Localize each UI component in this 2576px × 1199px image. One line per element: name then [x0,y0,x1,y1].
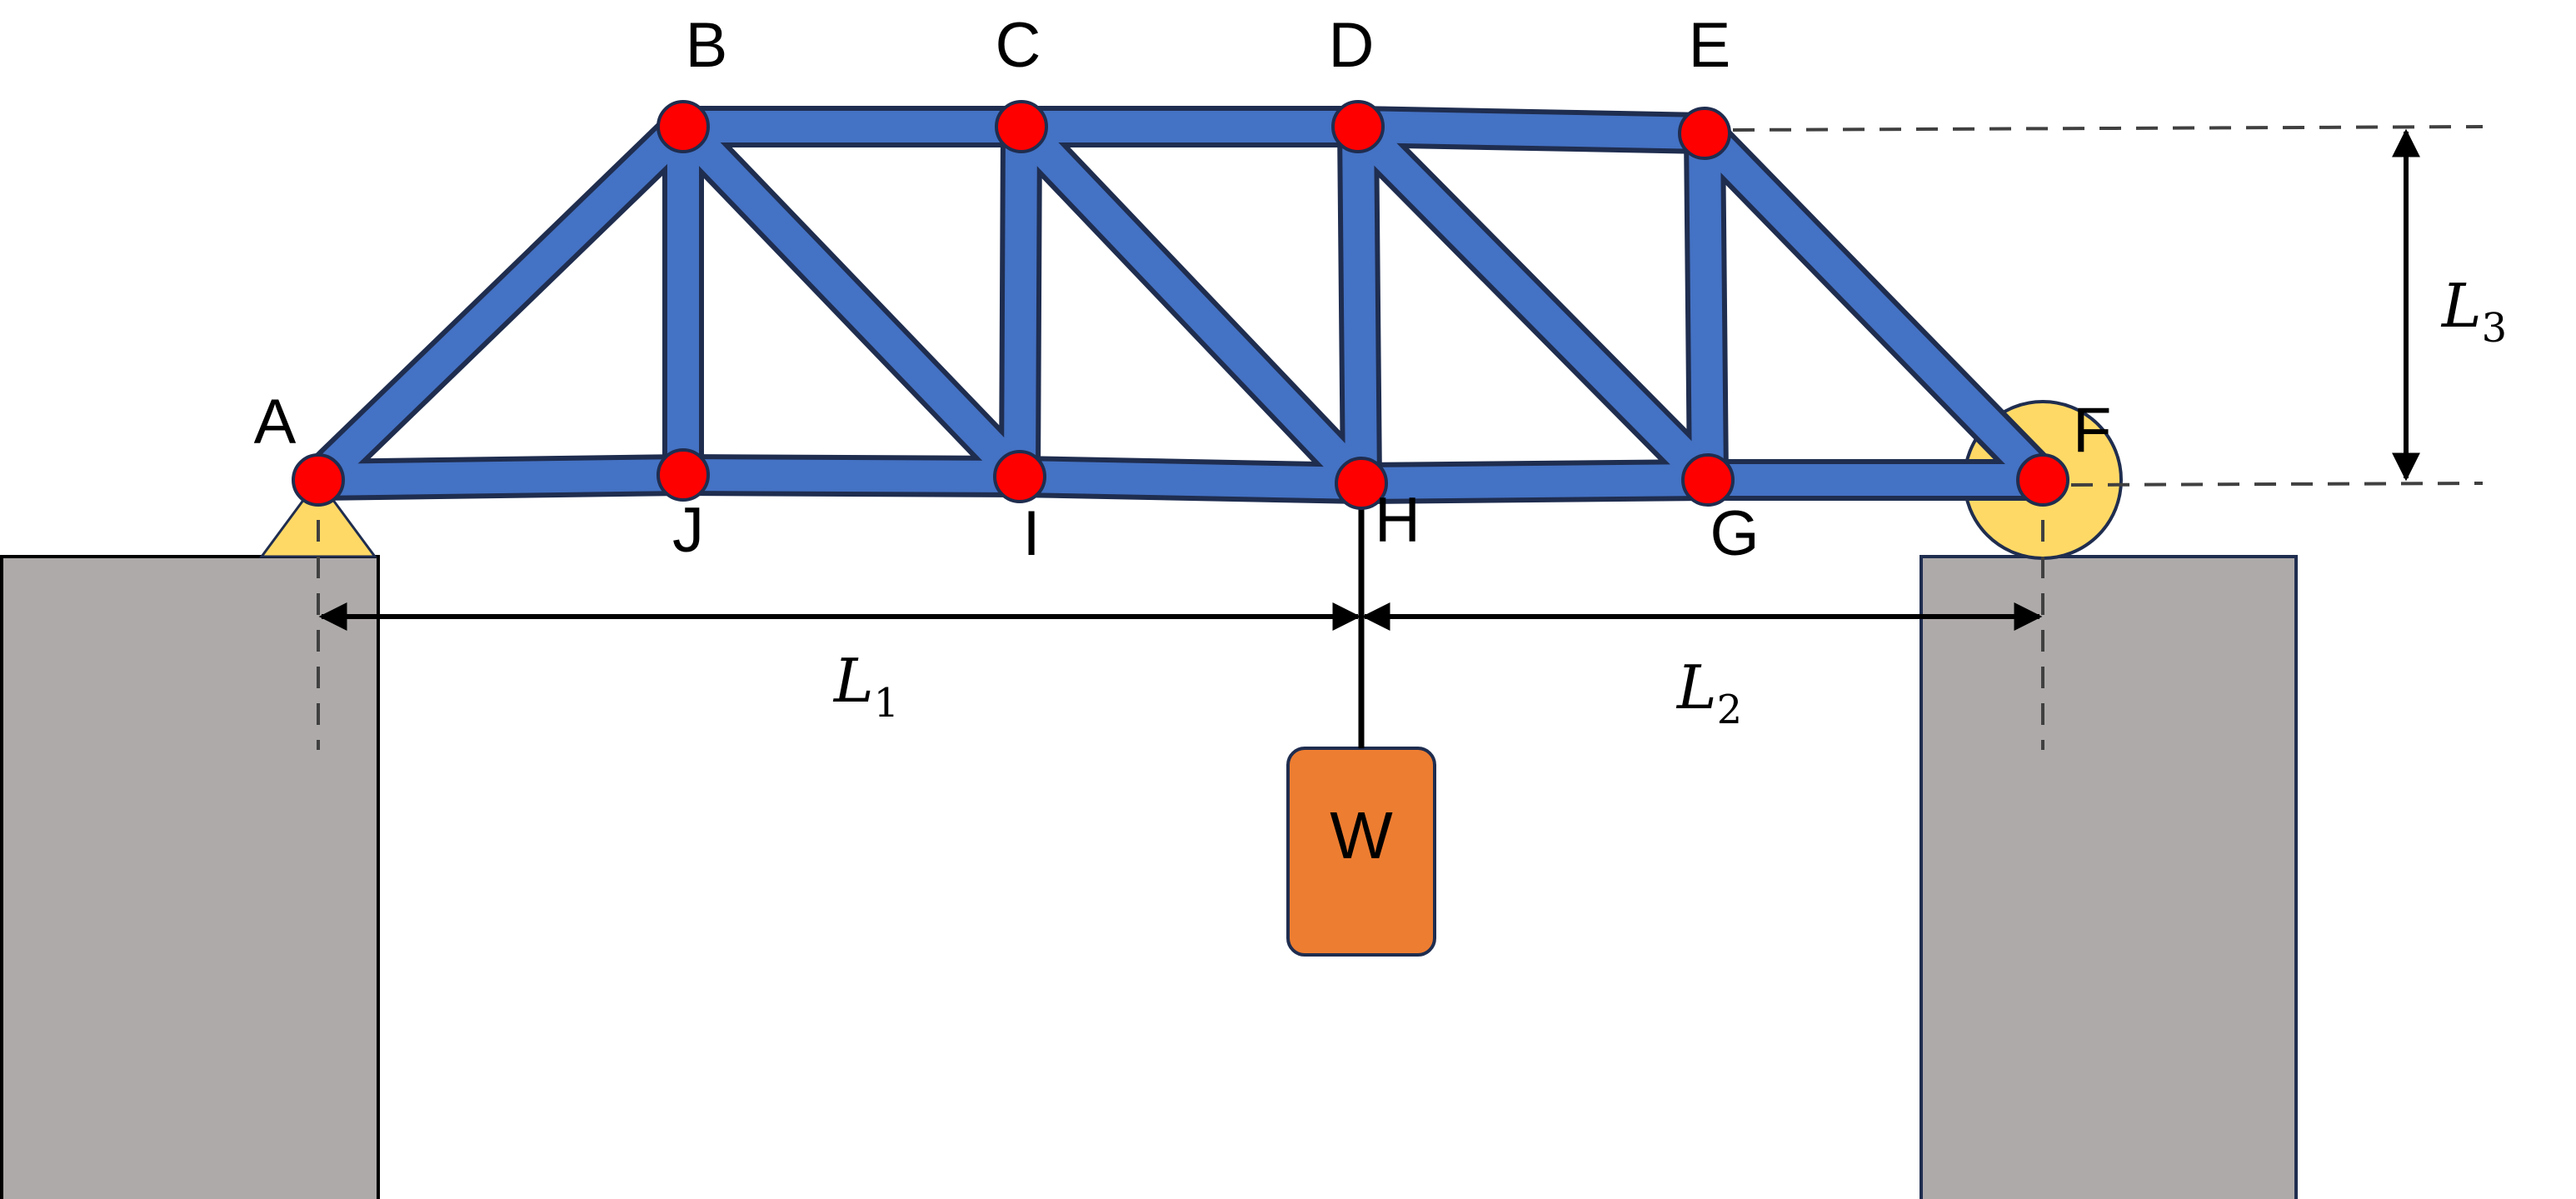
member-EF [1689,117,2059,496]
member-CH [1006,111,1377,499]
bottom-chord-guide [2070,482,2484,487]
joint-labels: A B C D E F G H I J [254,10,2112,569]
joint-label-J: J [672,495,704,566]
joint-D [1331,100,1385,153]
dimension-L3-subscript: 3 [2482,305,2508,352]
load-assembly: W [1286,483,1436,957]
dimension-L3-symbol: L [2440,271,2482,341]
joint-H [1335,457,1388,510]
joint-A [292,453,345,507]
joint-C [995,100,1048,153]
member-DG [1342,111,1724,496]
truss-members [297,106,2064,504]
right-abutment [1920,555,2298,1199]
joint-label-F: F [2073,395,2111,466]
dimension-L1-label: L1 [832,646,899,727]
joint-E [1678,107,1731,160]
top-chord-guide [1732,125,2484,132]
member-DH [1342,111,1377,499]
member-AJ [302,459,699,496]
weight-label: W [1330,798,1393,872]
joint-label-E: E [1689,10,1731,81]
dimension-L1-subscript: 1 [874,680,900,727]
member-CI [1004,111,1037,492]
abutments [0,555,2298,1199]
dimension-L2-subscript: 2 [1717,687,1743,733]
joint-label-G: G [1710,498,1759,569]
member-HG [1345,464,1724,499]
joint-I [993,450,1046,503]
member-IH [1004,461,1377,499]
joint-B [656,100,710,153]
joint-label-D: D [1329,10,1375,81]
dimension-L2-label: L2 [1675,652,1742,733]
member-DE [1342,111,1720,149]
member-JI [667,459,1036,492]
left-abutment [0,555,380,1199]
joint-J [656,448,710,502]
truss-joints [292,100,2069,510]
joint-label-I: I [1022,498,1040,569]
joint-F [2016,453,2069,507]
joint-label-B: B [686,10,728,81]
joint-label-A: A [254,387,297,457]
joint-label-C: C [996,10,1041,81]
member-AB [302,111,699,496]
joint-label-H: H [1375,485,1420,556]
dimension-L2-symbol: L [1675,652,1717,722]
member-EG [1689,117,1724,496]
dimension-L1-symbol: L [832,646,874,716]
dimension-L3-label: L3 [2440,271,2507,352]
joint-G [1681,453,1735,507]
guide-lines [317,125,2484,750]
member-BI [667,111,1036,492]
